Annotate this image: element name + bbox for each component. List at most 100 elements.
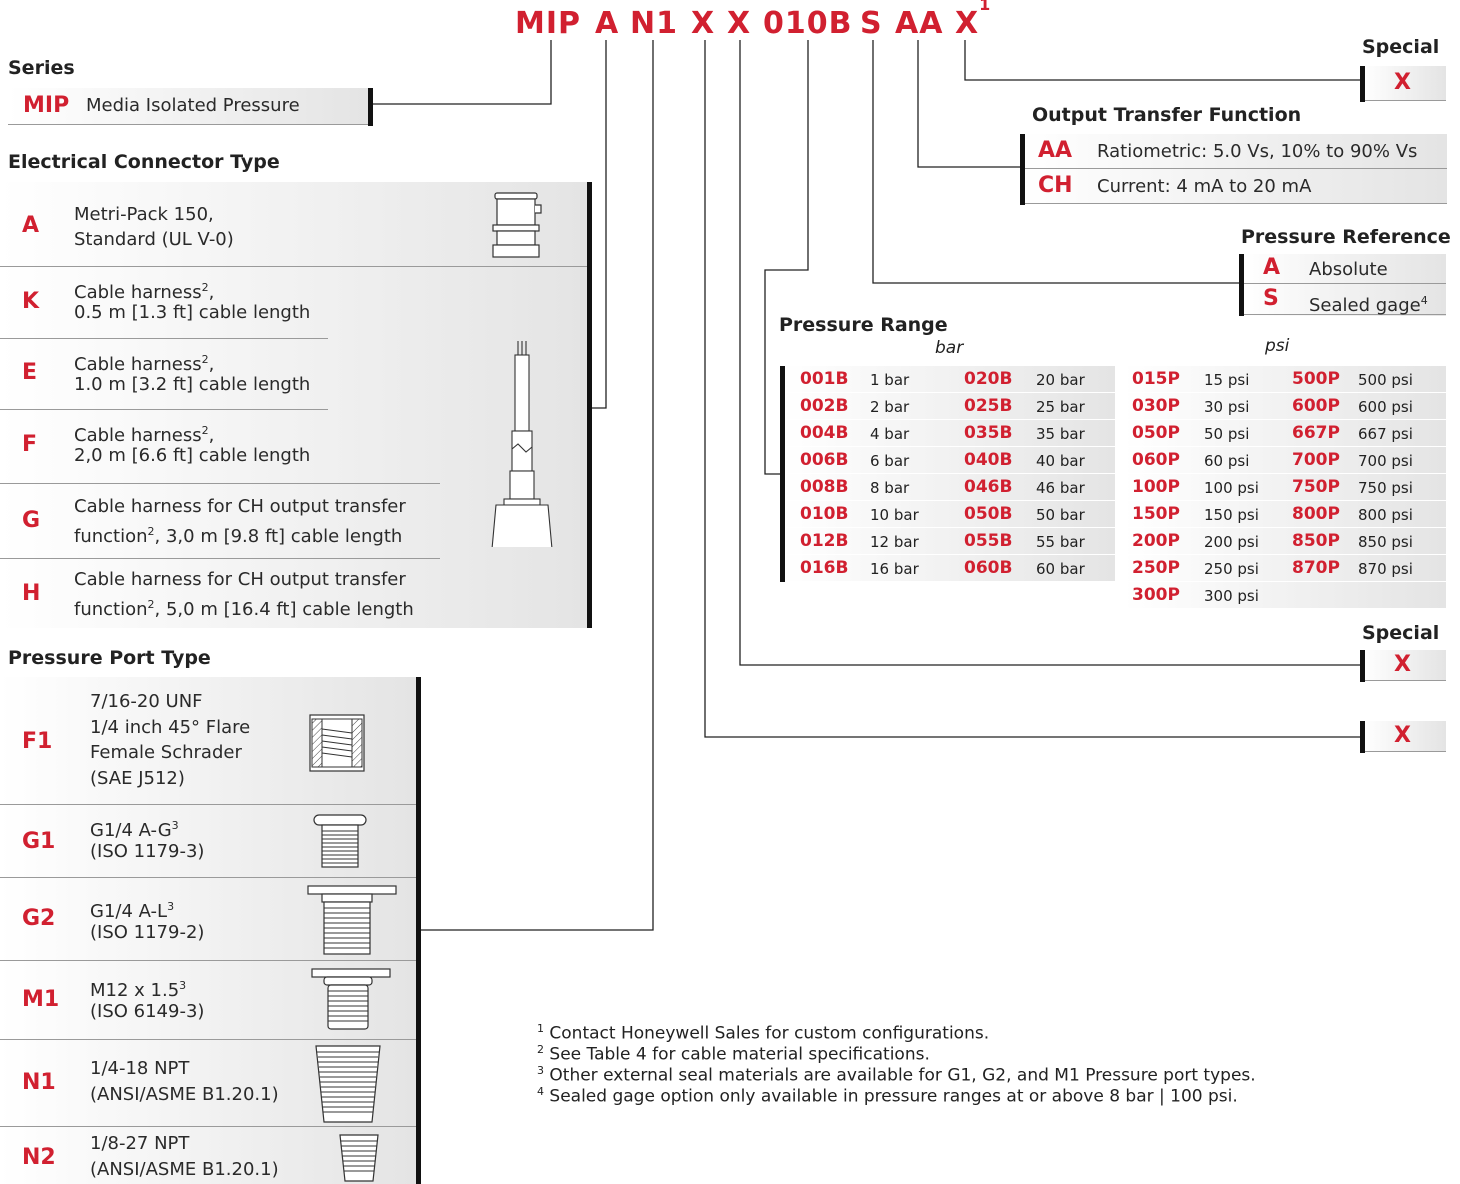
range-value: 800 psi <box>1358 506 1413 524</box>
port-code: G1 <box>22 829 56 854</box>
range-code: 002B <box>800 396 849 416</box>
reference-bar <box>1239 254 1244 316</box>
range-code: 150P <box>1132 504 1180 524</box>
port-row-f1: F1 7/16-20 UNF 1/4 inch 45° Flare Female… <box>0 677 416 805</box>
range-code: 016B <box>800 558 849 578</box>
range-value: 60 bar <box>1036 560 1085 578</box>
range-value: 2 bar <box>870 398 910 416</box>
range-value: 850 psi <box>1358 533 1413 551</box>
electrical-code: G <box>22 508 41 533</box>
reference-row: A Absolute <box>1241 254 1446 284</box>
metri-pack-connector-icon <box>492 192 542 258</box>
range-code: 050P <box>1132 423 1180 443</box>
line-series <box>373 40 552 105</box>
range-code: 004B <box>800 423 849 443</box>
reference-code: S <box>1263 286 1279 311</box>
port-row-n2: N2 1/8-27 NPT (ANSI/ASME B1.20.1) <box>0 1127 416 1184</box>
pn-segment: X <box>691 6 716 41</box>
g2-port-icon <box>307 885 397 955</box>
range-code: 800P <box>1292 504 1340 524</box>
series-title: Series <box>8 57 75 79</box>
port-bar <box>416 677 421 1184</box>
pn-segment: N1 <box>630 6 678 41</box>
electrical-line2: function2, 3,0 m [9.8 ft] cable length <box>74 525 403 547</box>
port-line: 1/4-18 NPT <box>90 1058 190 1079</box>
special-mid-bar <box>1360 650 1365 682</box>
electrical-row-e: E Cable harness2, 1.0 m [3.2 ft] cable l… <box>0 339 328 410</box>
range-value: 667 psi <box>1358 425 1413 443</box>
port-row-g1: G1 G1/4 A-G3 (ISO 1179-3) <box>0 805 416 878</box>
electrical-box: A Metri-Pack 150, Standard (UL V-0) K Ca… <box>0 182 587 628</box>
part-number: MIP A N1 X X 010B S AA X1 <box>0 0 1460 46</box>
footnote: 3 Other external seal materials are avai… <box>537 1064 1256 1086</box>
special-low-code: X <box>1394 723 1411 748</box>
range-code: 050B <box>964 504 1013 524</box>
n2-port-icon <box>339 1134 379 1182</box>
range-value: 60 psi <box>1204 452 1250 470</box>
electrical-row-a: A Metri-Pack 150, Standard (UL V-0) <box>0 182 587 267</box>
electrical-line1: Cable harness2, <box>74 353 215 375</box>
electrical-row-g: G Cable harness for CH output transfer f… <box>0 484 587 558</box>
female-schrader-port-icon <box>309 714 365 772</box>
line-port <box>420 40 654 931</box>
electrical-row-k: K Cable harness2, 0.5 m [1.3 ft] cable l… <box>0 266 328 339</box>
range-code: 046B <box>964 477 1013 497</box>
range-psi-label: psi <box>1265 336 1290 356</box>
range-value: 300 psi <box>1204 587 1259 605</box>
range-row: 008B 8 bar 046B 46 bar <box>782 474 1115 501</box>
electrical-code: K <box>22 289 40 314</box>
electrical-row-f: F Cable harness2, 2,0 m [6.6 ft] cable l… <box>0 410 587 484</box>
output-row: CH Current: 4 mA to 20 mA <box>1020 169 1447 204</box>
range-code: 040B <box>964 450 1013 470</box>
pn-segment-last: X1 <box>955 0 992 41</box>
range-value: 20 bar <box>1036 371 1085 389</box>
range-code: 060P <box>1132 450 1180 470</box>
range-code: 060B <box>964 558 1013 578</box>
pn-segment: AA <box>895 6 944 41</box>
port-code: N1 <box>22 1070 56 1095</box>
range-row: 004B 4 bar 035B 35 bar <box>782 420 1115 447</box>
port-row-m1: M1 M12 x 1.53 (ISO 6149-3) <box>0 961 416 1040</box>
pn-segment: X <box>727 6 752 41</box>
range-row: 016B 16 bar 060B 60 bar <box>782 555 1115 582</box>
reference-box: A Absolute S Sealed gage4 <box>1241 254 1446 316</box>
port-row-g2: G2 G1/4 A-L3 (ISO 1179-2) <box>0 878 416 961</box>
range-value: 50 bar <box>1036 506 1085 524</box>
range-value: 35 bar <box>1036 425 1085 443</box>
range-code: 035B <box>964 423 1013 443</box>
range-value: 46 bar <box>1036 479 1085 497</box>
m1-port-icon <box>311 968 391 1030</box>
electrical-line1: Cable harness for CH output transfer <box>74 496 406 517</box>
output-box: AA Ratiometric: 5.0 Vs, 10% to 90% Vs CH… <box>1020 134 1447 204</box>
electrical-bar <box>587 182 592 628</box>
electrical-line2: 1.0 m [3.2 ft] cable length <box>74 374 311 395</box>
range-value: 8 bar <box>870 479 910 497</box>
range-code: 300P <box>1132 585 1180 605</box>
pn-segment: MIP <box>515 6 582 41</box>
range-value: 25 bar <box>1036 398 1085 416</box>
series-bar <box>368 88 373 126</box>
reference-row: S Sealed gage4 <box>1241 284 1446 316</box>
line-reference <box>872 40 1241 284</box>
range-value: 16 bar <box>870 560 919 578</box>
range-value: 40 bar <box>1036 452 1085 470</box>
port-line: (ISO 1179-3) <box>90 841 205 862</box>
range-code: 008B <box>800 477 849 497</box>
range-code: 667P <box>1292 423 1340 443</box>
range-code: 006B <box>800 450 849 470</box>
range-code: 500P <box>1292 369 1340 389</box>
range-code: 001B <box>800 369 849 389</box>
port-box: F1 7/16-20 UNF 1/4 inch 45° Flare Female… <box>0 677 416 1184</box>
range-value: 4 bar <box>870 425 910 443</box>
series-label: Media Isolated Pressure <box>86 95 300 116</box>
special-top-code: X <box>1394 70 1411 95</box>
output-title: Output Transfer Function <box>1032 104 1302 126</box>
electrical-line1: Cable harness for CH output transfer <box>74 569 406 590</box>
